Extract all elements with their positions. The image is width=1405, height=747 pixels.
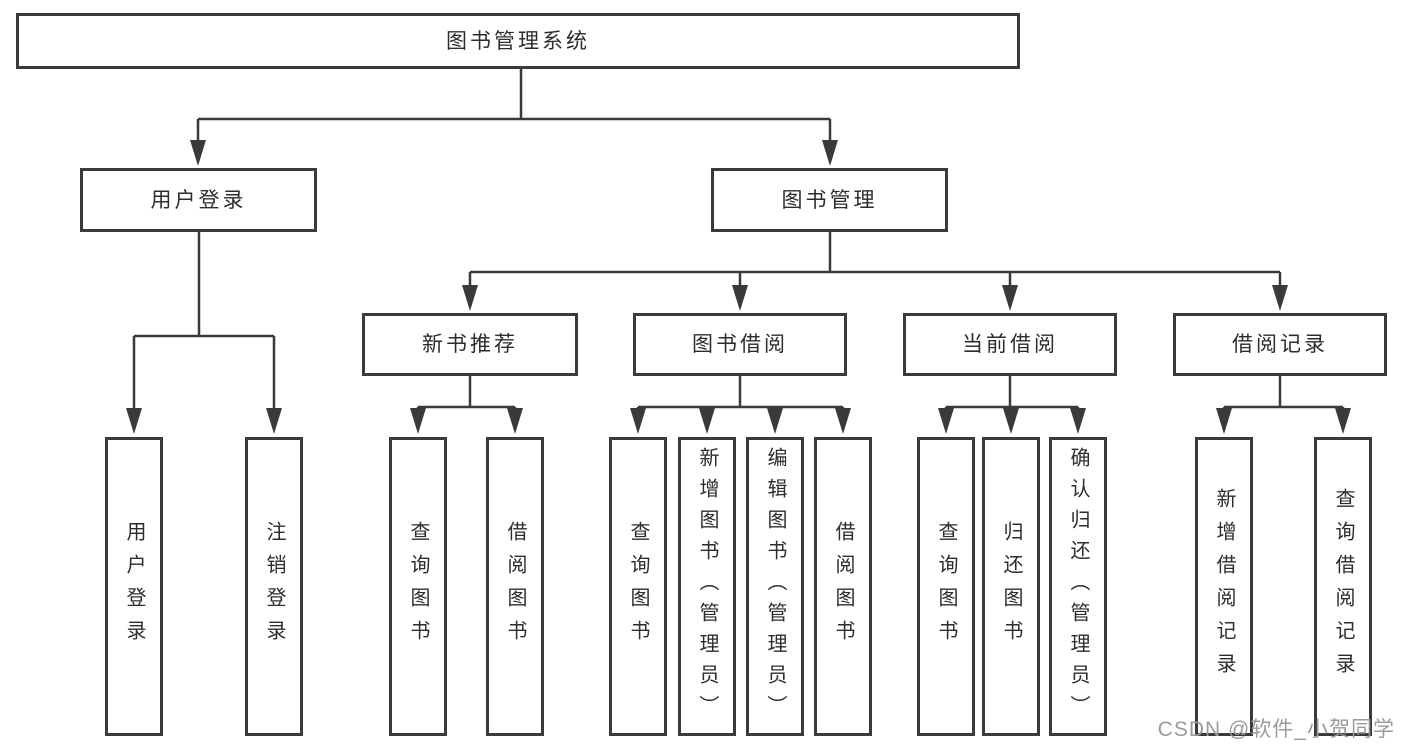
node-book-management-branch: 图书管理 — [711, 168, 948, 232]
node-library-management-system: 图书管理系统 — [16, 13, 1020, 69]
leaf-user-login: 用户登录 — [105, 437, 163, 736]
leaf-label: 确认归还（管理员） — [1067, 447, 1089, 726]
leaf-label: 编辑图书（管理员） — [764, 447, 786, 726]
leaf-recommend-query-books: 查询图书 — [389, 437, 447, 736]
arrowheads — [126, 140, 1351, 434]
node-label: 当前借阅 — [962, 333, 1058, 356]
leaf-add-books-admin: 新增图书（管理员） — [678, 437, 736, 736]
leaf-label: 新增图书（管理员） — [696, 447, 718, 726]
leaf-confirm-return-admin: 确认归还（管理员） — [1049, 437, 1107, 736]
leaf-edit-books-admin: 编辑图书（管理员） — [746, 437, 804, 736]
leaf-return-books: 归还图书 — [982, 437, 1040, 736]
leaf-label: 归还图书 — [1000, 520, 1022, 653]
watermark-text: CSDN @软件_小贺同学 — [1157, 718, 1395, 741]
node-label: 新书推荐 — [422, 333, 518, 356]
node-book-borrow: 图书借阅 — [633, 313, 847, 376]
leaf-borrow-books: 借阅图书 — [814, 437, 872, 736]
leaf-label: 借阅图书 — [832, 520, 854, 653]
node-label: 用户登录 — [150, 188, 247, 212]
node-current-borrow: 当前借阅 — [903, 313, 1117, 376]
node-user-login-branch: 用户登录 — [80, 168, 317, 232]
node-borrow-records: 借阅记录 — [1173, 313, 1387, 376]
leaf-borrow-query-books: 查询图书 — [609, 437, 667, 736]
leaf-label: 借阅图书 — [504, 520, 526, 653]
leaf-label: 查询图书 — [627, 520, 649, 653]
leaf-label: 查询图书 — [407, 520, 429, 653]
leaf-logout: 注销登录 — [245, 437, 303, 736]
node-label: 图书管理 — [781, 188, 878, 212]
leaf-query-borrow-record: 查询借阅记录 — [1314, 437, 1372, 736]
node-label: 图书借阅 — [692, 333, 788, 356]
leaf-add-borrow-record: 新增借阅记录 — [1195, 437, 1253, 736]
node-label: 图书管理系统 — [446, 29, 590, 53]
node-label: 借阅记录 — [1232, 333, 1328, 356]
leaf-label: 用户登录 — [123, 520, 145, 653]
leaf-label: 注销登录 — [263, 520, 285, 653]
leaf-label: 新增借阅记录 — [1213, 487, 1235, 686]
leaf-current-query-books: 查询图书 — [917, 437, 975, 736]
leaf-label: 查询借阅记录 — [1332, 487, 1354, 686]
node-new-book-recommend: 新书推荐 — [362, 313, 578, 376]
leaf-label: 查询图书 — [935, 520, 957, 653]
leaf-recommend-borrow-books: 借阅图书 — [486, 437, 544, 736]
